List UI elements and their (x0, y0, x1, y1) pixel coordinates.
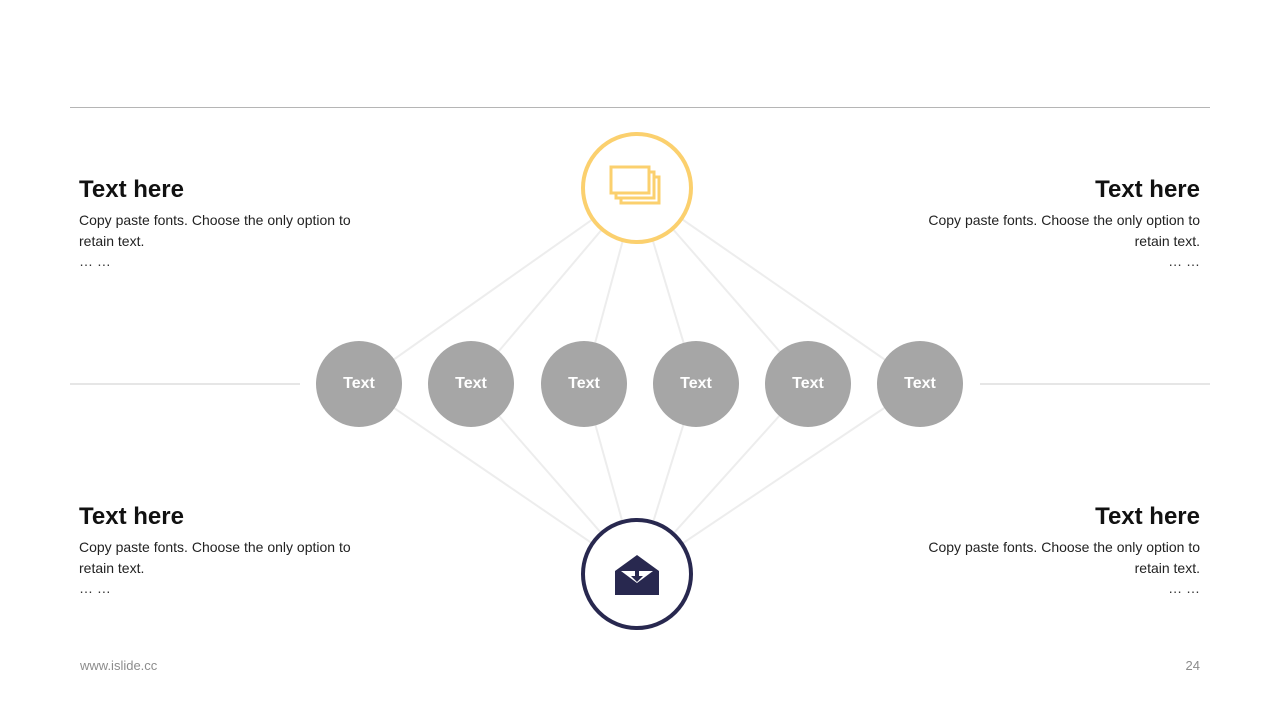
block-body: Copy paste fonts. Choose the only option… (928, 539, 1200, 576)
block-title: Text here (79, 176, 184, 203)
node-circle-6: Text (877, 341, 963, 427)
text-block-top-right: Text here Copy paste fonts. Choose the o… (900, 176, 1200, 268)
connector-top-6 (636, 187, 921, 385)
block-title: Text here (1095, 176, 1200, 203)
top-divider (70, 107, 1210, 108)
block-body: Copy paste fonts. Choose the only option… (79, 539, 351, 576)
block-ellipsis: … … (79, 580, 111, 596)
block-ellipsis: … … (1168, 580, 1200, 596)
text-block-bottom-left: Text here Copy paste fonts. Choose the o… (79, 503, 379, 595)
stacked-cards-icon (609, 165, 661, 205)
page-number: 24 (1185, 658, 1200, 673)
node-circle-2: Text (428, 341, 514, 427)
block-ellipsis: … … (1168, 253, 1200, 269)
connector-bottom-6 (636, 383, 921, 575)
node-circle-3: Text (541, 341, 627, 427)
node-circle-4: Text (653, 341, 739, 427)
block-body: Copy paste fonts. Choose the only option… (928, 212, 1200, 249)
block-body: Copy paste fonts. Choose the only option… (79, 212, 351, 249)
left-middle-divider (70, 383, 300, 385)
block-title: Text here (1095, 503, 1200, 530)
top-hub-circle (581, 132, 693, 244)
node-circle-5: Text (765, 341, 851, 427)
footer-website-link[interactable]: www.islide.cc (80, 658, 158, 673)
mail-download-icon (615, 555, 659, 595)
bottom-hub-circle (581, 518, 693, 630)
node-circle-1: Text (316, 341, 402, 427)
text-block-top-left: Text here Copy paste fonts. Choose the o… (79, 176, 379, 268)
block-title: Text here (79, 503, 184, 530)
text-block-bottom-right: Text here Copy paste fonts. Choose the o… (900, 503, 1200, 595)
block-ellipsis: … … (79, 253, 111, 269)
right-middle-divider (980, 383, 1210, 385)
